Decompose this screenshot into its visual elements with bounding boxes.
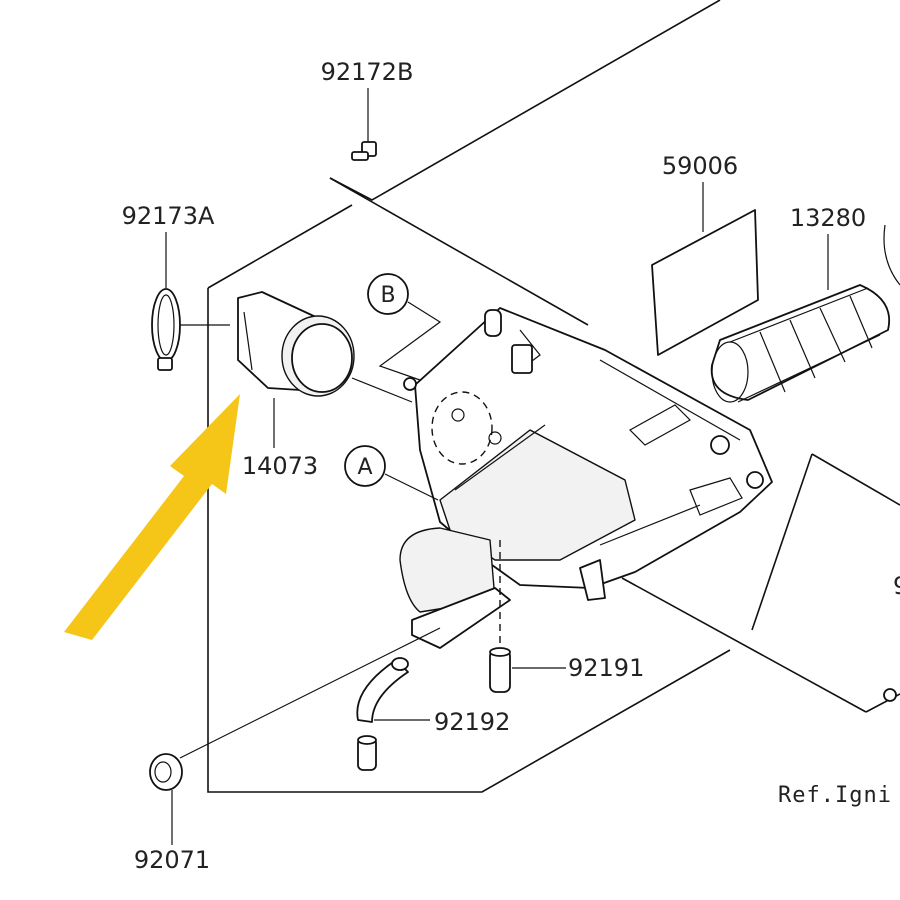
label-13280: 13280 bbox=[790, 204, 866, 232]
label-59006: 59006 bbox=[662, 152, 738, 180]
label-cutoff-part: 9 bbox=[893, 572, 900, 600]
assembly-frame bbox=[207, 0, 900, 793]
part-92071-grommet bbox=[149, 627, 441, 845]
airbox-inlet bbox=[399, 527, 511, 650]
label-92172b: 92172B bbox=[321, 58, 414, 86]
reference-text: Ref.Igni bbox=[778, 783, 892, 808]
svg-text:A: A bbox=[357, 455, 372, 480]
airbox-housing bbox=[403, 307, 773, 601]
callout-b: B bbox=[367, 273, 442, 381]
part-92172b-bolt bbox=[351, 88, 377, 161]
part-59006-pad bbox=[651, 182, 759, 356]
part-14073-duct bbox=[237, 291, 413, 448]
svg-text:B: B bbox=[380, 283, 395, 308]
part-92192-hose bbox=[356, 657, 430, 771]
highlight-arrow-icon bbox=[64, 394, 240, 640]
part-13280-cage bbox=[710, 224, 900, 403]
label-92191: 92191 bbox=[568, 654, 644, 682]
part-92173a-clamp bbox=[151, 232, 230, 371]
part-92191-hose bbox=[489, 647, 566, 693]
label-92071: 92071 bbox=[134, 846, 210, 874]
label-14073: 14073 bbox=[242, 452, 318, 480]
label-92192: 92192 bbox=[434, 708, 510, 736]
cutoff-bolt bbox=[883, 688, 897, 702]
callout-a: A bbox=[344, 445, 439, 501]
label-92173a: 92173A bbox=[122, 202, 215, 230]
